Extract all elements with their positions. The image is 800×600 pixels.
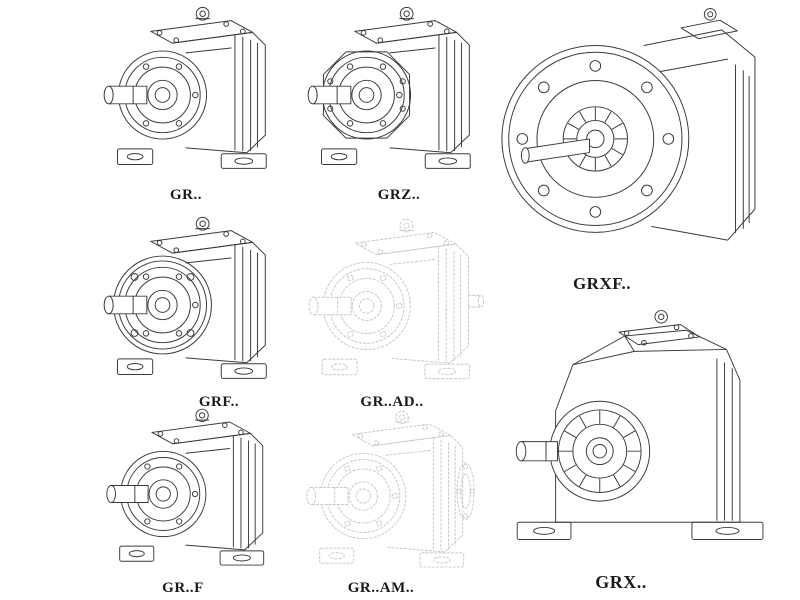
- gr-f-gearbox-drawing: [106, 408, 265, 566]
- grf-gearbox-drawing: [88, 212, 284, 398]
- gr-ad-gearbox-drawing: [292, 214, 488, 398]
- grf-label: GRF..: [198, 394, 240, 410]
- gr-label: GR..: [170, 187, 202, 203]
- gr-am-gearbox-drawing: [290, 406, 482, 586]
- grz-gearbox-drawing: [292, 2, 488, 188]
- gr-gearbox-drawing: [103, 6, 267, 169]
- gr-am-label: GR..AM..: [347, 580, 415, 596]
- gr-ad-label: GR..AD..: [360, 394, 424, 410]
- grz-label: GRZ..: [377, 187, 421, 203]
- grx-label: GRX..: [595, 572, 647, 592]
- grxf-label: GRXF..: [572, 274, 632, 293]
- gr-f-label: GR..F: [162, 580, 204, 596]
- grx-gearbox-drawing: [515, 310, 764, 541]
- grxf-gearbox-drawing: [501, 8, 756, 241]
